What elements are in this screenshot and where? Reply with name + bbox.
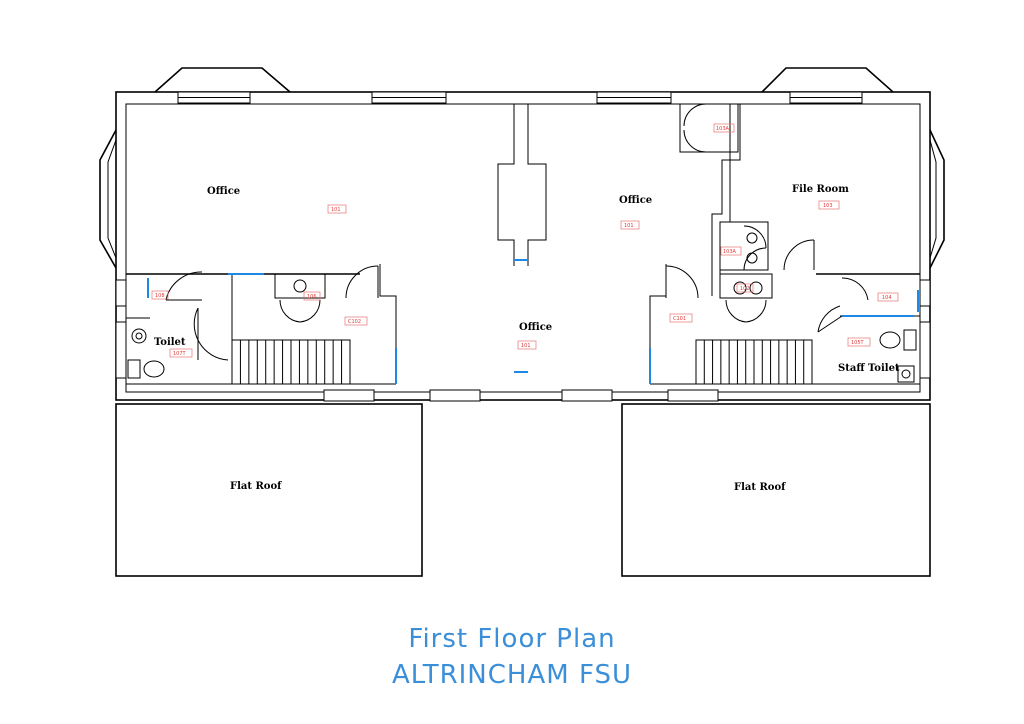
- tag-104: 104: [882, 295, 892, 301]
- doors: [165, 103, 869, 361]
- toilet-fixtures-left: [127, 279, 307, 379]
- toilet-label: Toilet: [154, 337, 186, 348]
- tag-staff-toilet: 105T: [851, 340, 865, 346]
- tag-c101: C101: [673, 316, 686, 322]
- gable-right: [761, 67, 894, 93]
- tag-108: 108: [155, 293, 165, 299]
- office-center-label: Office: [519, 322, 552, 333]
- plan-subtitle: ALTRINCHAM FSU: [392, 660, 632, 690]
- flat-roof-left-label: Flat Roof: [230, 481, 282, 492]
- flat-roof-right-label: Flat Roof: [734, 482, 786, 493]
- stairs-left: [231, 339, 351, 385]
- blue-accents: [147, 259, 919, 384]
- gable-left: [154, 67, 291, 93]
- tag-102: 102: [740, 286, 750, 292]
- room-tags: 101 101 101 103 107T 105T C102 C101 106 …: [151, 123, 899, 358]
- staff-toilet-label: Staff Toilet: [838, 363, 900, 374]
- flat-roof-left-outline: [115, 403, 423, 577]
- tag-103a-top: 103A: [716, 126, 730, 132]
- tag-office-center-top: 101: [624, 223, 634, 229]
- plan-title: First Floor Plan: [408, 624, 616, 654]
- tag-toilet: 107T: [173, 351, 187, 357]
- file-room-label: File Room: [792, 184, 849, 195]
- tag-office-left: 101: [331, 207, 341, 213]
- tag-file-room: 103: [823, 203, 833, 209]
- stairs-right: [695, 339, 813, 385]
- toilet-fixtures-right: [733, 232, 917, 383]
- tag-106: 106: [307, 294, 317, 300]
- tag-office-center: 101: [521, 343, 531, 349]
- flat-roof-right-outline: [621, 403, 931, 577]
- tag-103a-lower: 103A: [723, 249, 737, 255]
- windows: [115, 91, 931, 402]
- tag-c102: C102: [348, 319, 361, 325]
- office-center-top-label: Office: [619, 195, 652, 206]
- outer-walls: [99, 91, 945, 401]
- interior-walls: [126, 103, 920, 385]
- office-left-label: Office: [207, 186, 240, 197]
